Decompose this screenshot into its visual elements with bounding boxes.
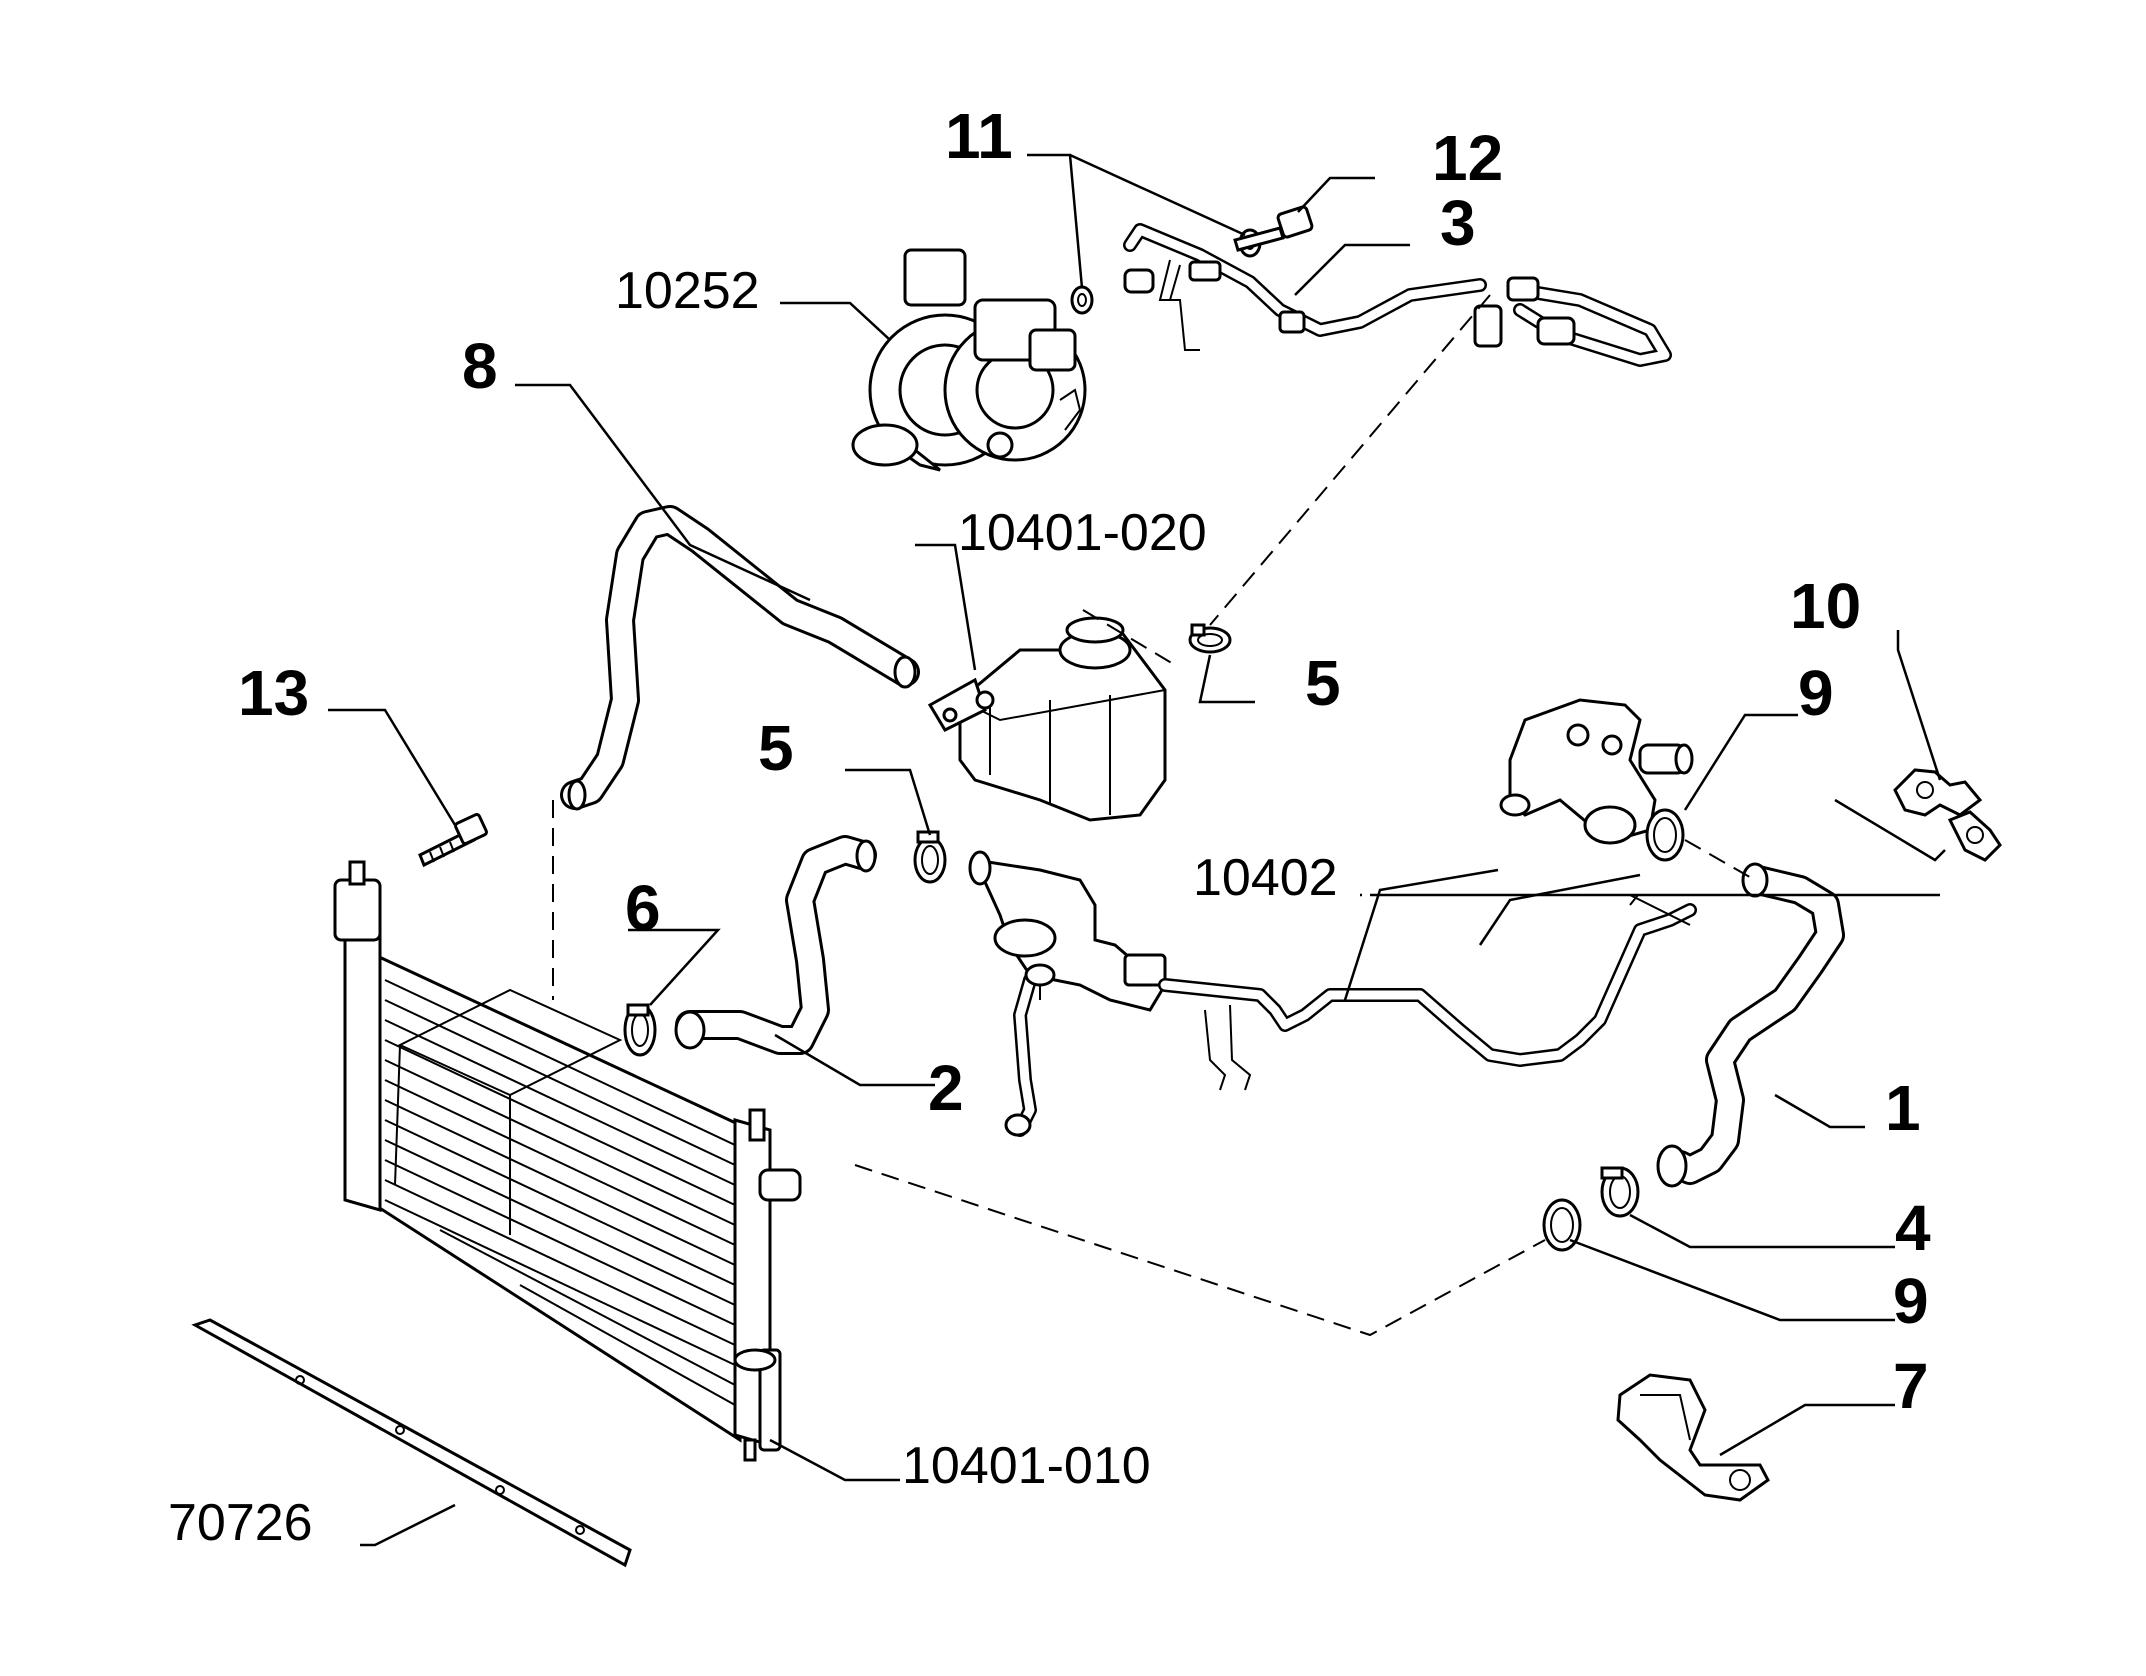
callout-4: 4 — [1895, 1192, 1931, 1264]
o-ring-9-lower — [1542, 1198, 1582, 1252]
hose-clamp-5-lower — [913, 830, 947, 884]
thermostat-housing — [1499, 698, 1694, 845]
ref-10401-010: 10401-010 — [902, 1437, 1151, 1495]
o-ring-9-upper — [1645, 808, 1685, 862]
callout-9-lower: 9 — [1893, 1265, 1929, 1337]
callout-1: 1 — [1885, 1072, 1921, 1144]
callout-11: 11 — [945, 100, 1013, 172]
bracket-7 — [1616, 1373, 1770, 1502]
radiator-fins — [384, 979, 736, 1406]
radiator — [333, 860, 802, 1462]
hose-clamp-4 — [1600, 1166, 1640, 1218]
callout-13: 13 — [238, 657, 309, 729]
callout-7: 7 — [1893, 1350, 1929, 1422]
callout-10: 10 — [1790, 570, 1861, 642]
ref-10401-020: 10401-020 — [958, 504, 1207, 562]
expansion-tank — [927, 616, 1167, 822]
callout-8: 8 — [462, 330, 498, 402]
assembly-dash-lines — [552, 294, 1756, 1337]
ref-10252: 10252 — [615, 262, 760, 320]
hose-1 — [1656, 862, 1845, 1188]
hose-2 — [674, 835, 877, 1055]
turbo-coolant-pipe — [1123, 223, 1672, 367]
callout-6: 6 — [625, 872, 661, 944]
coolant-manifold-pipe — [968, 850, 1697, 1137]
lower-plate — [191, 1318, 632, 1568]
ref-70726: 70726 — [168, 1494, 313, 1552]
bolt-13 — [418, 813, 488, 868]
callout-2: 2 — [928, 1052, 964, 1124]
callout-3: 3 — [1440, 187, 1476, 259]
hose-clips-10 — [1893, 768, 2002, 862]
banjo-bolt — [1233, 205, 1314, 252]
callout-5-upper: 5 — [1305, 647, 1341, 719]
callout-9-upper: 9 — [1798, 657, 1834, 729]
reference-labels: 10252 10401-020 10402 10401-010 70726 — [168, 262, 1338, 1552]
ref-10402: 10402 — [1193, 849, 1338, 907]
hose-clamp-5-upper — [1188, 623, 1232, 654]
hose-8 — [560, 505, 920, 811]
leader-lines — [328, 153, 1946, 1547]
callout-labels: 11 12 3 8 13 5 5 6 2 10 9 1 4 9 7 — [238, 100, 1931, 1422]
turbocharger — [851, 248, 1087, 472]
hose-clamp-6 — [623, 1003, 657, 1057]
callout-12: 12 — [1432, 122, 1503, 194]
callout-5-lower: 5 — [758, 712, 794, 784]
